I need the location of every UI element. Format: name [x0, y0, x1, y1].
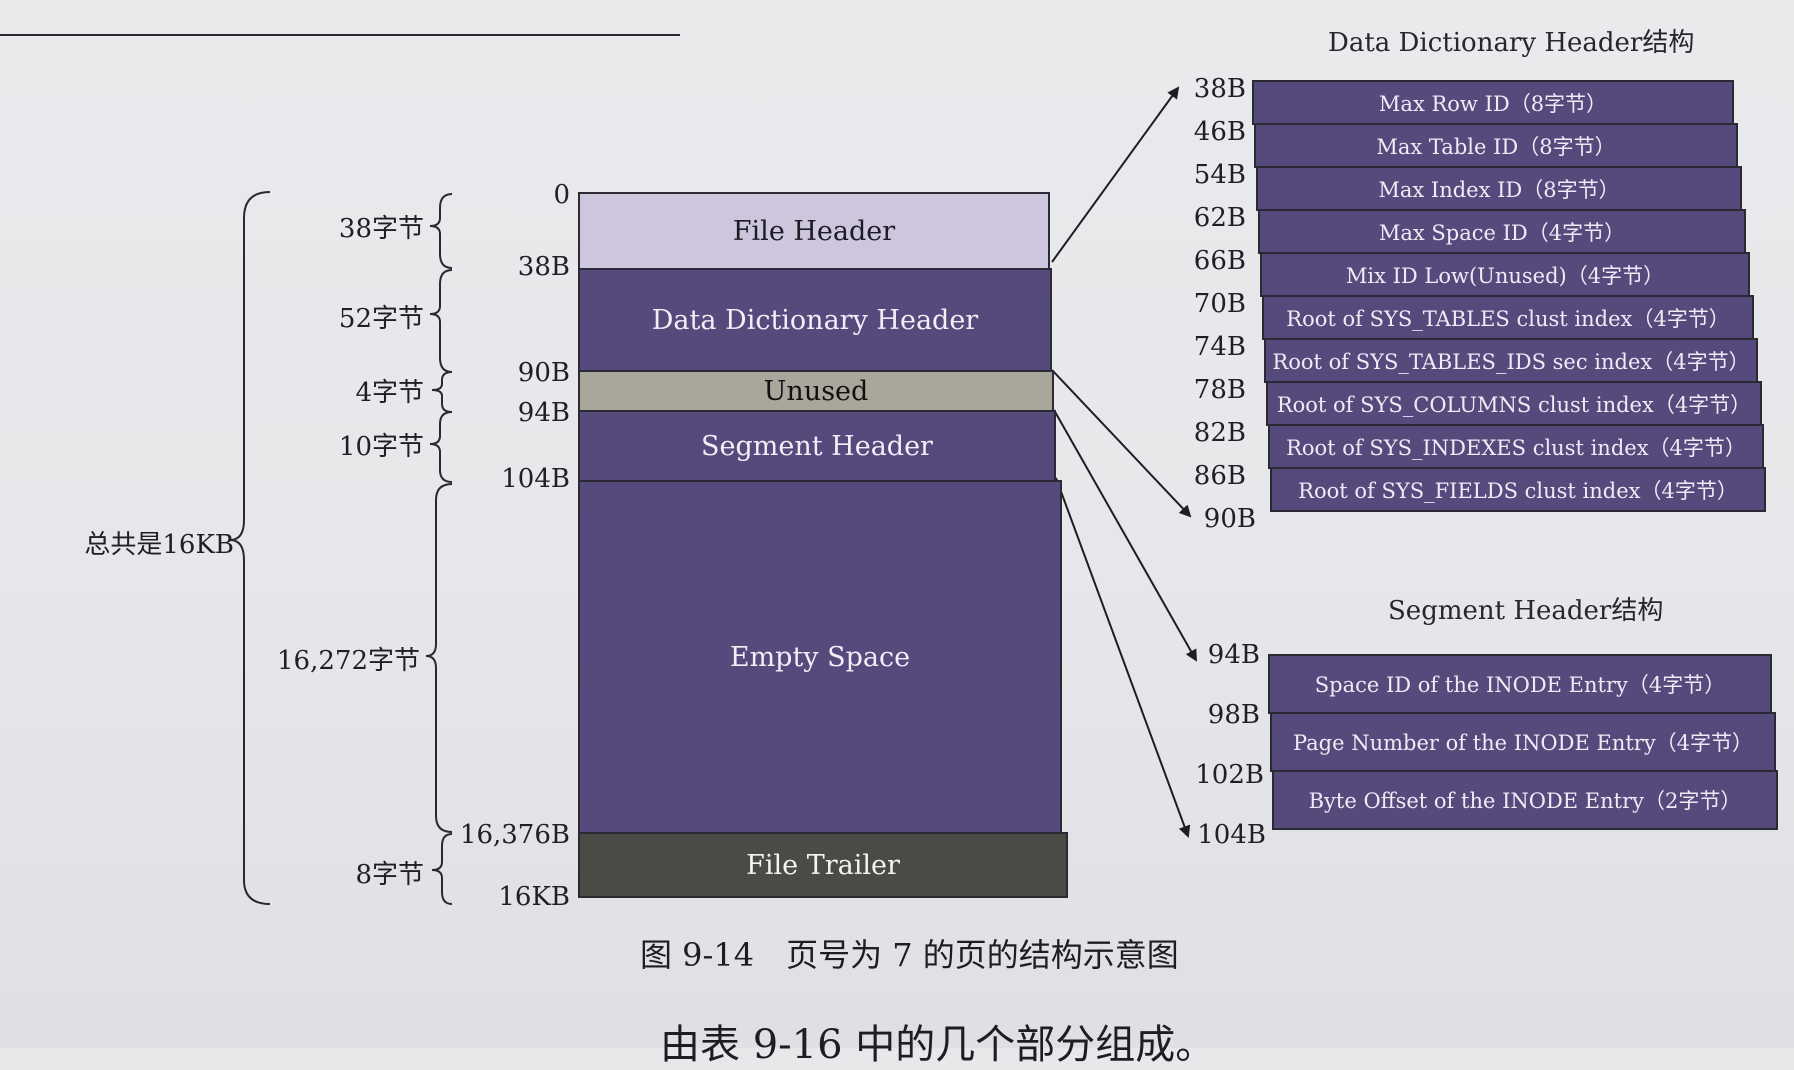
seg-row: Byte Offset of the INODE Entry（2字节）: [1272, 770, 1778, 830]
seg-row: Page Number of the INODE Entry（4字节）: [1270, 712, 1776, 772]
ddh-bottom-arrow: [1051, 369, 1192, 518]
ddh-offset: 62B: [1193, 203, 1246, 233]
data-dictionary-header-block: Data Dictionary Header: [578, 268, 1052, 372]
top-rule: [0, 34, 680, 36]
brace-label-38: 38字节: [338, 214, 424, 244]
offset-16kb: 16KB: [498, 882, 570, 912]
seg-bottom-arrow: [1055, 477, 1191, 838]
brace-10: [429, 411, 453, 483]
ddh-offset: 46B: [1193, 117, 1246, 147]
brace-label-52: 52字节: [338, 304, 424, 334]
segment-header-block: Segment Header: [578, 410, 1056, 482]
seg-row: Space ID of the INODE Entry（4字节）: [1268, 654, 1772, 714]
brace-label-8: 8字节: [355, 860, 424, 890]
empty-space-block: Empty Space: [578, 480, 1062, 834]
offset-0: 0: [553, 180, 570, 210]
ddh-offset: 70B: [1193, 289, 1246, 319]
ddh-offset: 78B: [1193, 375, 1246, 405]
seg-offset: 104B: [1197, 820, 1266, 850]
ddh-row: Max Index ID（8字节）: [1256, 166, 1742, 211]
unused-block: Unused: [578, 370, 1054, 412]
ddh-row: Root of SYS_TABLES clust index（4字节）: [1262, 295, 1754, 340]
offset-16376b: 16,376B: [459, 820, 570, 850]
brace-label-10: 10字节: [338, 432, 424, 462]
file-header-block: File Header: [578, 192, 1050, 270]
ddh-offset: 86B: [1193, 461, 1246, 491]
ddh-offset: 38B: [1193, 74, 1246, 104]
connector-layer: [229, 86, 1197, 905]
brace-label-4: 4字节: [355, 378, 424, 408]
brace-label-16272: 16,272字节: [277, 646, 420, 676]
ddh-row: Root of SYS_COLUMNS clust index（4字节）: [1266, 381, 1762, 426]
ddh-row: Root of SYS_FIELDS clust index（4字节）: [1270, 467, 1766, 512]
seg-offset: 94B: [1207, 640, 1260, 670]
ddh-row: Max Row ID（8字节）: [1252, 80, 1734, 125]
ddh-row: Mix ID Low(Unused)（4字节）: [1260, 252, 1750, 297]
figure-caption: 图 9-14 页号为 7 的页的结构示意图: [640, 936, 1179, 974]
total-brace: [229, 191, 271, 905]
seg-structure-title: Segment Header结构: [1388, 596, 1664, 626]
ddh-offset: 74B: [1193, 332, 1246, 362]
brace-52: [429, 269, 453, 373]
ddh-offset: 66B: [1193, 246, 1246, 276]
ddh-offset: 82B: [1193, 418, 1246, 448]
offset-104b: 104B: [501, 464, 570, 494]
ddh-row: Root of SYS_INDEXES clust index（4字节）: [1268, 424, 1764, 469]
brace-4: [431, 371, 453, 413]
ddh-offset: 90B: [1203, 504, 1256, 534]
ddh-top-arrow: [1051, 86, 1180, 263]
ddh-row: Max Table ID（8字节）: [1254, 123, 1738, 168]
ddh-structure-title: Data Dictionary Header结构: [1328, 28, 1695, 58]
offset-94b: 94B: [517, 398, 570, 428]
ddh-offset: 54B: [1193, 160, 1246, 190]
brace-38: [429, 193, 453, 269]
seg-top-arrow: [1053, 409, 1197, 662]
ddh-row: Max Space ID（4字节）: [1258, 209, 1746, 254]
seg-offset: 98B: [1207, 700, 1260, 730]
body-text-fragment: 由表 9-16 中的几个部分组成。: [660, 1022, 1216, 1068]
offset-38b: 38B: [517, 252, 570, 282]
offset-90b: 90B: [517, 358, 570, 388]
brace-8: [431, 833, 453, 905]
file-trailer-block: File Trailer: [578, 832, 1068, 898]
seg-offset: 102B: [1195, 760, 1264, 790]
brace-16272: [425, 483, 453, 833]
ddh-row: Root of SYS_TABLES_IDS sec index（4字节）: [1264, 338, 1758, 383]
total-size-label: 总共是16KB: [84, 530, 234, 560]
